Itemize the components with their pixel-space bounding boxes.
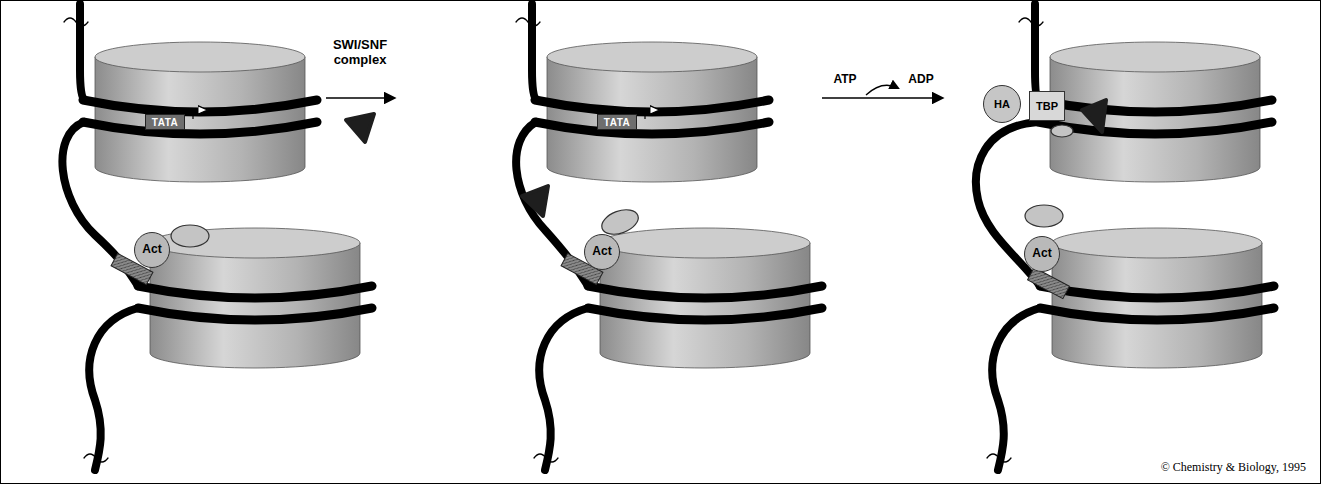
molecule-label: ADP bbox=[908, 73, 933, 87]
hydrolysis-arrow bbox=[866, 85, 898, 95]
nucleosome bbox=[83, 42, 317, 182]
dna-strand bbox=[992, 308, 1040, 470]
break-mark bbox=[516, 18, 540, 26]
node-text: Act bbox=[592, 245, 611, 258]
node-text: TATA bbox=[604, 117, 630, 128]
step-arrow bbox=[822, 97, 942, 99]
node-text: Act bbox=[142, 243, 161, 256]
dna-strand bbox=[89, 308, 138, 470]
molecule-label: ATP bbox=[833, 73, 856, 87]
nucleosome bbox=[1040, 228, 1274, 368]
step-label: SWI/SNF complex bbox=[318, 38, 402, 68]
activation-domain bbox=[1025, 205, 1063, 227]
step-arrow bbox=[326, 97, 394, 99]
dna-strand bbox=[80, 4, 84, 99]
tata-box: TATA bbox=[145, 114, 185, 130]
nucleosome bbox=[138, 228, 372, 368]
binding-site bbox=[1028, 268, 1070, 299]
nucleosome bbox=[1038, 42, 1272, 182]
copyright-note: © Chemistry & Biology, 1995 bbox=[1161, 461, 1306, 475]
tata-box: TATA bbox=[597, 114, 637, 130]
nucleosome bbox=[535, 42, 769, 182]
activator-circle: Act bbox=[1024, 236, 1060, 272]
break-mark bbox=[534, 454, 558, 462]
break-mark bbox=[987, 454, 1011, 462]
node-text: Act bbox=[1032, 247, 1051, 260]
activation-domain bbox=[171, 225, 209, 247]
node-text: TBP bbox=[1036, 100, 1058, 112]
activation-domain bbox=[1051, 125, 1073, 137]
histone-acetylase-circle: HA bbox=[983, 85, 1021, 123]
start-site-arrow bbox=[193, 110, 200, 119]
break-mark bbox=[84, 454, 108, 462]
node-text: HA bbox=[994, 98, 1010, 110]
node-text: TATA bbox=[152, 117, 178, 128]
swi-snf-complex bbox=[522, 186, 548, 216]
nucleosome bbox=[588, 228, 822, 368]
dna-strand bbox=[539, 308, 588, 470]
break-mark bbox=[1019, 18, 1043, 26]
tbp-box: TBP bbox=[1029, 91, 1065, 121]
swi-snf-complex bbox=[1082, 100, 1106, 132]
dna-strand bbox=[532, 4, 536, 99]
start-site-arrow bbox=[645, 110, 652, 119]
break-mark bbox=[64, 18, 88, 26]
dna-strand bbox=[1035, 4, 1038, 99]
activator-circle: Act bbox=[584, 234, 620, 270]
activator-circle: Act bbox=[134, 232, 170, 268]
swi-snf-complex bbox=[346, 114, 374, 142]
